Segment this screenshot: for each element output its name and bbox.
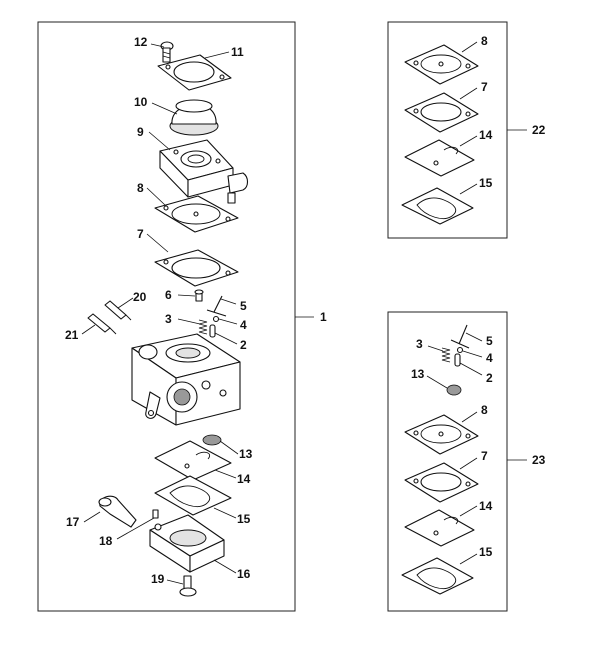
- kit23-callout-14: 14: [479, 499, 493, 513]
- part-end-cover-16: [149, 514, 225, 573]
- main-assembly-frame: [37, 21, 296, 612]
- callout-2: 2: [240, 338, 247, 352]
- kit23-gasket-7: [404, 462, 479, 503]
- kit23-leader-3: [427, 345, 444, 352]
- callout-7: 7: [137, 227, 144, 241]
- kit23-leader-15: [459, 553, 478, 565]
- kit23-spindle-4: [456, 346, 464, 354]
- kit23-spring-3: [441, 347, 451, 363]
- part-nipple-18: [152, 509, 159, 519]
- callout-10: 10: [134, 95, 148, 109]
- callout-21: 21: [65, 328, 79, 342]
- part-adjusting-screw-20: [104, 300, 132, 321]
- kit23-control-lever-5: [450, 324, 470, 349]
- kit22-leader-15: [459, 183, 478, 195]
- kit23-callout-3: 3: [416, 337, 423, 351]
- callout-15: 15: [237, 512, 251, 526]
- kit23-leader-13: [426, 375, 448, 389]
- kit23-callout-7: 7: [481, 449, 488, 463]
- kit22-callout-14: 14: [479, 128, 493, 142]
- part-spindle-4: [212, 315, 220, 323]
- kit-23-group: 23: [387, 311, 546, 612]
- kit23-leader-14: [459, 505, 478, 517]
- callout-13: 13: [239, 447, 253, 461]
- assembly-number-23: 23: [532, 453, 546, 467]
- callout-16: 16: [237, 567, 251, 581]
- kit23-gasket-15: [401, 557, 474, 595]
- part-gasket-15: [154, 475, 232, 516]
- callout-8: 8: [137, 181, 144, 195]
- callout-6: 6: [165, 288, 172, 302]
- callout-19: 19: [151, 572, 165, 586]
- kit22-leader-7: [459, 87, 478, 100]
- callout-20: 20: [133, 290, 147, 304]
- callout-14: 14: [237, 472, 251, 486]
- main-assembly-group: 1: [37, 21, 327, 612]
- kit23-leader-4: [462, 350, 483, 358]
- kit22-metering-diaphragm-14: [404, 139, 475, 177]
- kit-23-frame: [387, 311, 508, 612]
- kit23-leader-7: [459, 457, 478, 470]
- kit22-leader-8: [461, 41, 478, 53]
- callout-11: 11: [231, 45, 244, 59]
- callout-12: 12: [134, 35, 148, 49]
- main-callouts: 12 11 10 9 8 7 6 5 4 3 2 20 21 13 14 15 …: [65, 35, 253, 586]
- part-adjusting-screw-21: [87, 313, 117, 335]
- kit23-metering-diaphragm-14: [404, 509, 475, 547]
- part-screw-19: [179, 575, 197, 597]
- kit23-callout-13: 13: [411, 367, 425, 381]
- part-gasket-11: [157, 54, 232, 91]
- callout-4: 4: [240, 318, 247, 332]
- part-pin-2: [209, 324, 216, 338]
- part-fuel-strainer-13: [202, 434, 222, 446]
- callout-9: 9: [137, 125, 144, 139]
- kit23-strainer-13: [446, 384, 462, 396]
- kit23-callout-4: 4: [486, 351, 493, 365]
- kit22-leader-14: [459, 135, 478, 147]
- kit23-leader-8: [461, 411, 478, 423]
- kit22-callout-15: 15: [479, 176, 493, 190]
- kit-22-group: 22 8 7 14 15: [387, 21, 546, 239]
- kit22-callout-7: 7: [481, 80, 488, 94]
- kit23-callout-15: 15: [479, 545, 493, 559]
- callout-3: 3: [165, 312, 172, 326]
- part-control-lever-5: [206, 295, 227, 317]
- kit22-gasket-7: [404, 92, 479, 133]
- kit22-diaphragm-8: [404, 44, 479, 85]
- part-screw-12: [160, 41, 174, 63]
- kit23-callout-8: 8: [481, 403, 488, 417]
- callout-17: 17: [66, 515, 80, 529]
- part-diaphragm-8: [154, 195, 239, 233]
- part-primer-bulb-10: [169, 99, 219, 136]
- kit23-leader-5: [465, 332, 483, 342]
- part-gasket-7: [154, 249, 239, 287]
- kit22-callout-8: 8: [481, 34, 488, 48]
- kit23-diaphragm-8: [404, 414, 479, 455]
- kit23-callout-5: 5: [486, 334, 493, 348]
- assembly-number-1: 1: [320, 310, 327, 324]
- callout-18: 18: [99, 534, 113, 548]
- main-leader-lines: [81, 43, 239, 585]
- kit23-pin-2: [454, 353, 461, 367]
- part-carburetor-body: [131, 333, 241, 426]
- part-pump-cover-9: [159, 139, 249, 204]
- assembly-number-22: 22: [532, 123, 546, 137]
- kit22-gasket-15: [401, 187, 474, 225]
- kit23-leader-2: [459, 362, 483, 376]
- callout-5: 5: [240, 299, 247, 313]
- kit23-callout-2: 2: [486, 371, 493, 385]
- part-metering-diaphragm-14: [154, 440, 232, 481]
- part-fuel-pickup-17: [98, 495, 137, 528]
- part-spring-3: [198, 319, 208, 335]
- part-inlet-needle-6: [194, 289, 204, 302]
